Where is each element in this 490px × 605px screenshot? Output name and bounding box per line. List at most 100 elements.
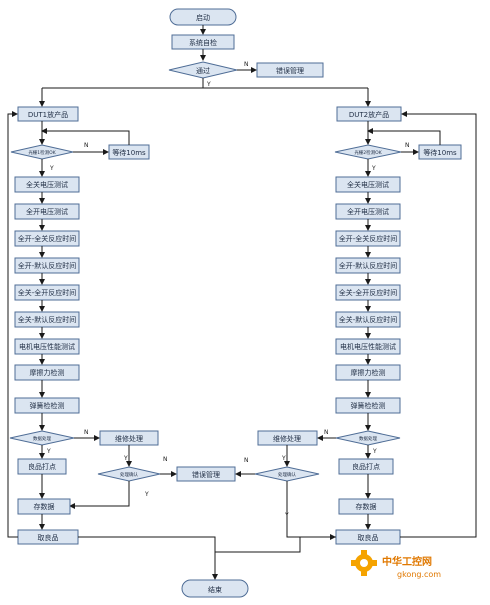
right-loaded-decision: 光栅2检测OK [334,144,402,160]
left-good-mark-box: 良品打点 [17,458,67,475]
left-wait-label: 等待10ms [112,148,146,157]
right-loaded-label: 光栅2检测OK [354,149,382,156]
left-confirm-decision: 处理确认 [97,466,161,482]
left-loaded-decision: 光栅1检测OK [10,144,74,160]
pass-decision: 通过 [168,61,238,79]
error-mgmt-mid-label: 错误管理 [192,470,220,479]
left-dut-load-box: DUT1放产品 [17,106,79,122]
end-label: 结束 [208,585,222,594]
edge-right-return-loop [400,111,477,538]
left-step-1: 全关电压测试 [14,176,80,193]
right-step-label: 全关-默认反应时间 [339,315,398,324]
left-confirm-no-label: N [163,456,168,463]
error-mgmt-top-label: 错误管理 [276,66,304,75]
watermark: 中华工控网 gkong.com [351,550,441,579]
left-take-box: 取良品 [17,529,79,545]
right-step-5: 全关-全开反应时间 [335,284,401,301]
right-step-1: 全关电压测试 [335,176,401,193]
edge-left-confirm-save [69,481,130,509]
right-step-4: 全开-默认反应时间 [335,257,401,274]
left-repair-box: 维修处理 [99,430,159,446]
right-wait-label: 等待10ms [423,148,457,157]
right-check-no-label: N [405,142,410,149]
edge-left-return-loop [7,111,18,538]
left-check-no-label: N [84,142,89,149]
left-step-label: 弹簧检检测 [30,401,65,410]
right-step-label: 全开-默认反应时间 [339,261,398,270]
right-step-label: 弹簧检检测 [351,401,386,410]
right-step-label: 摩擦力检测 [351,368,386,377]
right-confirm-yes-label: Y [284,512,289,519]
right-good-mark-label: 良品打点 [352,462,380,471]
edge-left-wait-loop [41,128,130,145]
left-save-label: 存数据 [34,502,55,511]
right-dut-load-label: DUT2放产品 [349,110,389,119]
start-terminal: 启动 [169,8,237,26]
pass-yes-label: Y [206,81,211,88]
left-step-label: 全关电压测试 [26,180,68,189]
right-data-decision: 数据处理 [335,430,401,446]
edge-right-confirm-take [286,481,336,540]
left-step-7: 电机电压性能测试 [14,338,80,355]
right-step-9: 弹簧检检测 [335,397,401,414]
right-confirm-no-label: N [244,457,249,464]
right-step-3: 全开-全关反应时间 [335,230,401,247]
right-step-label: 全开-全关反应时间 [339,234,398,243]
right-step-label: 全开电压测试 [347,207,389,216]
left-step-2: 全开电压测试 [14,203,80,220]
right-take-box: 取良品 [335,529,401,545]
gear-logo-icon [351,550,377,576]
left-step-9: 弹簧检检测 [14,397,80,414]
edge-right-to-end [215,536,336,553]
left-data-label: 数据处理 [33,435,51,442]
end-terminal: 结束 [181,579,249,598]
self-check-label: 系统自检 [189,38,217,47]
left-step-label: 摩擦力检测 [30,368,65,377]
left-repair-label: 维修处理 [115,434,143,443]
left-wait-box: 等待10ms [108,144,150,160]
left-step-label: 全关-默认反应时间 [18,315,77,324]
right-confirm-label: 处理确认 [278,471,296,478]
edge-right-wait-loop [367,128,441,145]
watermark-en: gkong.com [397,570,441,579]
right-repair-box: 维修处理 [257,430,318,446]
left-step-label: 全开-全关反应时间 [18,234,77,243]
edge-left-to-end [78,536,216,552]
left-step-label: 全开-默认反应时间 [18,261,77,270]
left-take-label: 取良品 [38,533,59,542]
right-step-6: 全关-默认反应时间 [335,311,401,328]
left-confirm-label: 处理确认 [120,471,138,478]
left-loaded-label: 光栅1检测OK [28,149,56,156]
error-mgmt-mid-box: 错误管理 [176,466,236,482]
right-step-2: 全开电压测试 [335,203,401,220]
right-step-7: 电机电压性能测试 [335,338,401,355]
left-good-mark-label: 良品打点 [28,462,56,471]
right-data-label: 数据处理 [359,435,377,442]
left-confirm-yes-label: Y [144,491,149,498]
error-mgmt-top-box: 错误管理 [256,62,324,78]
right-step-label: 全关电压测试 [347,180,389,189]
pass-label: 通过 [196,66,210,75]
right-dut-load-box: DUT2放产品 [336,106,402,122]
right-save-label: 存数据 [356,502,377,511]
right-wait-box: 等待10ms [418,144,462,160]
left-step-label: 全开电压测试 [26,207,68,216]
start-label: 启动 [196,13,210,22]
left-step-3: 全开-全关反应时间 [14,230,80,247]
left-data-no-label: N [84,429,89,436]
pass-no-label: N [244,61,249,68]
left-step-label: 电机电压性能测试 [19,342,75,351]
left-data-yes-label: Y [46,448,51,455]
left-data-decision: 数据处理 [9,430,75,446]
right-save-box: 存数据 [338,498,394,515]
right-check-yes-label: Y [371,165,376,172]
self-check-box: 系统自检 [171,34,235,50]
left-check-yes-label: Y [49,165,54,172]
left-repair-yes-label: Y [123,455,128,462]
left-step-5: 全关-全开反应时间 [14,284,80,301]
left-dut-load-label: DUT1放产品 [28,110,68,119]
left-step-label: 全关-全开反应时间 [18,288,77,297]
right-take-label: 取良品 [358,533,379,542]
left-save-box: 存数据 [17,498,71,515]
